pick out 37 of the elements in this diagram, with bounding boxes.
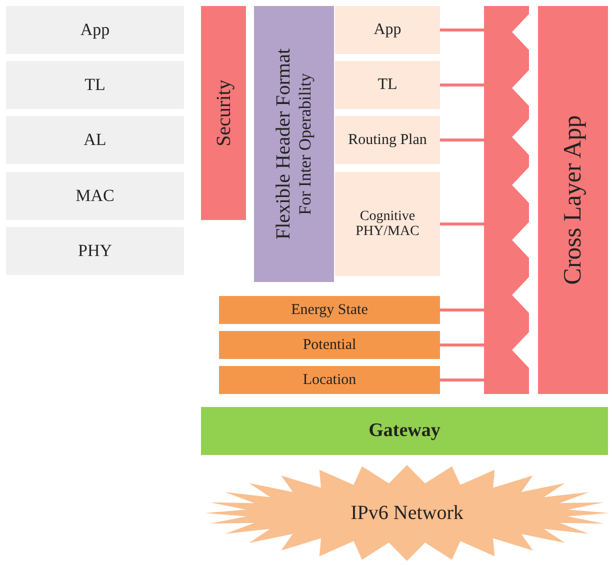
header-format-bar (254, 6, 334, 282)
layer-label: PHY (78, 242, 112, 260)
connector-line (440, 84, 484, 86)
connector-line (440, 138, 484, 142)
cross-layer-panel (538, 6, 608, 394)
layer-label: Flexible Header Format (272, 48, 296, 240)
layer-box (335, 172, 440, 276)
layer-label: Routing Plan (348, 132, 427, 148)
layer-label: MAC (76, 186, 114, 206)
layer-label: Energy State (291, 302, 368, 318)
layer-label: Security (212, 80, 236, 146)
layer-box (219, 331, 440, 359)
layer-box (335, 6, 440, 54)
connector-line (440, 28, 484, 32)
layer-label: TL (84, 76, 106, 94)
layer-label: Cognitive PHY/MAC (354, 208, 420, 240)
layer-label: TL (378, 76, 398, 94)
layer-label: IPv6 Network (350, 502, 464, 524)
cross-layer-bar (484, 6, 529, 394)
connector-line (440, 308, 484, 312)
layer-label: Cross Layer App (558, 115, 588, 285)
layer-box (335, 61, 440, 109)
connector-line (440, 344, 484, 346)
layer-label: For Inter Operability (296, 72, 316, 217)
layer-label: Gateway (368, 420, 440, 442)
layer-label: Potential (302, 336, 356, 354)
connector-line (440, 222, 484, 226)
layer-box (219, 296, 440, 324)
connector-line (440, 378, 484, 382)
layer-box (335, 116, 440, 164)
layer-label: AL (84, 130, 106, 150)
gateway-bar (201, 407, 608, 455)
layer-label: App (374, 21, 402, 39)
layer-label: App (80, 20, 110, 40)
security-bar (201, 6, 246, 220)
layer-label: Location (302, 372, 356, 388)
layer-box (219, 366, 440, 394)
